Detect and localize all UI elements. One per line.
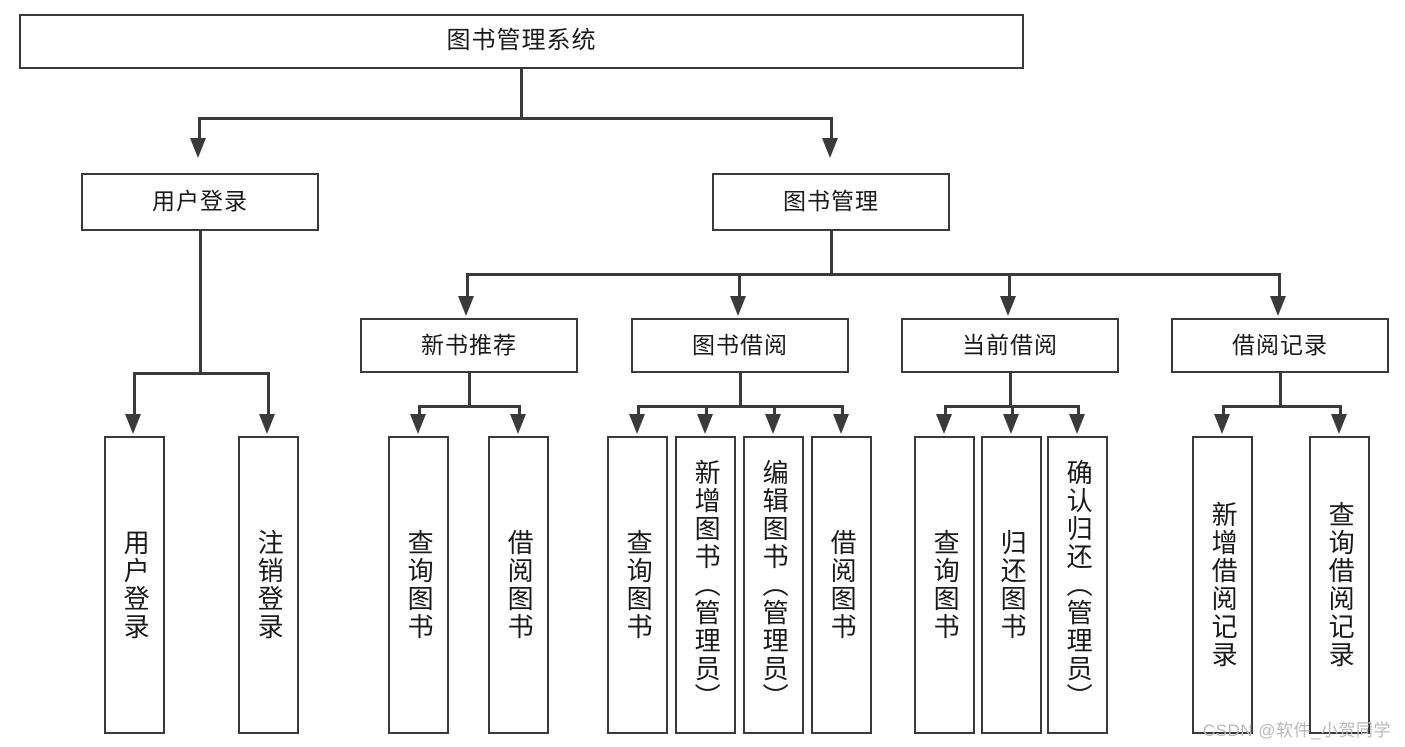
leaf-newbook-query-books[interactable]: 查询图书 — [388, 436, 449, 734]
arrowhead-bookborrow-leaf-4 — [833, 414, 849, 434]
leaf-current-confirm-return-admin[interactable]: 确认归还（管理员） — [1047, 436, 1108, 734]
edge-newbook-drop-1 — [418, 405, 421, 417]
node-label: 图书管理 — [783, 188, 879, 215]
node-label: 图书借阅 — [692, 331, 788, 358]
edge-root-stem — [520, 69, 523, 119]
node-book-management[interactable]: 图书管理 — [712, 173, 950, 231]
node-new-book-recommend[interactable]: 新书推荐 — [360, 318, 578, 373]
arrowhead-to-new-book — [458, 296, 474, 316]
edge-currentborrow-drop-3 — [1077, 405, 1080, 417]
leaf-record-add-record[interactable]: 新增借阅记录 — [1192, 436, 1253, 734]
edge-bookborrow-drop-1 — [637, 405, 640, 417]
leaf-user-login[interactable]: 用户登录 — [104, 436, 165, 734]
arrowhead-to-borrow-record — [1270, 296, 1286, 316]
edge-userlogin-drop-2 — [267, 372, 270, 416]
edge-newbook-drop-2 — [518, 405, 521, 417]
leaf-current-return-books[interactable]: 归还图书 — [981, 436, 1042, 734]
edge-root-drop-left — [198, 117, 201, 140]
node-label: 确认归还（管理员） — [1063, 459, 1094, 711]
edge-bookmgmt-bus — [466, 273, 1280, 276]
arrowhead-to-borrow-book — [730, 296, 746, 316]
leaf-borrow-borrow-books[interactable]: 借阅图书 — [811, 436, 872, 734]
node-label: 新增借阅记录 — [1208, 501, 1239, 669]
leaf-borrow-edit-book-admin[interactable]: 编辑图书（管理员） — [743, 436, 804, 734]
edge-bookborrow-drop-3 — [773, 405, 776, 417]
node-label: 图书管理系统 — [446, 27, 597, 55]
node-label: 查询图书 — [623, 529, 654, 641]
node-label: 当前借阅 — [962, 331, 1058, 358]
arrowhead-bookborrow-leaf-1 — [629, 414, 645, 434]
leaf-record-query-record[interactable]: 查询借阅记录 — [1309, 436, 1370, 734]
arrowhead-to-user-login — [190, 138, 206, 158]
node-label: 新增图书（管理员） — [691, 459, 722, 711]
leaf-newbook-borrow-books[interactable]: 借阅图书 — [488, 436, 549, 734]
edge-borrowrecord-bus — [1222, 405, 1341, 408]
edge-bookmgmt-stem — [830, 231, 833, 275]
edge-bookborrow-stem — [739, 373, 742, 407]
node-root-system[interactable]: 图书管理系统 — [19, 14, 1024, 69]
node-label: 查询图书 — [930, 529, 961, 641]
leaf-logout[interactable]: 注销登录 — [238, 436, 299, 734]
node-label: 编辑图书（管理员） — [759, 459, 790, 711]
arrowhead-newbook-leaf-1 — [410, 414, 426, 434]
edge-borrowrecord-drop-2 — [1339, 405, 1342, 417]
edge-userlogin-bus — [133, 372, 269, 375]
node-label: 归还图书 — [997, 529, 1028, 641]
node-user-login[interactable]: 用户登录 — [81, 173, 319, 231]
edge-newbook-stem — [468, 373, 471, 407]
edge-borrowrecord-drop-1 — [1222, 405, 1225, 417]
arrowhead-to-current-borrow — [1000, 296, 1016, 316]
node-label: 用户登录 — [120, 529, 151, 641]
node-label: 借阅图书 — [827, 529, 858, 641]
edge-userlogin-stem — [199, 231, 202, 374]
arrowhead-newbook-leaf-2 — [510, 414, 526, 434]
edge-currentborrow-drop-1 — [944, 405, 947, 417]
edge-root-drop-right — [830, 117, 833, 140]
watermark-text: CSDN @软件_小贺同学 — [1202, 721, 1391, 740]
arrowhead-borrowrecord-leaf-2 — [1331, 414, 1347, 434]
edge-newbook-bus — [418, 405, 520, 408]
node-label: 查询图书 — [404, 529, 435, 641]
arrowhead-currentborrow-leaf-1 — [936, 414, 952, 434]
leaf-borrow-query-books[interactable]: 查询图书 — [607, 436, 668, 734]
edge-root-bus — [198, 117, 832, 120]
edge-currentborrow-drop-2 — [1011, 405, 1014, 417]
edge-bookmgmt-drop-2 — [738, 273, 741, 298]
edge-bookmgmt-drop-3 — [1008, 273, 1011, 298]
node-label: 借阅记录 — [1232, 331, 1328, 358]
arrowhead-to-book-manage — [822, 138, 838, 158]
node-label: 查询借阅记录 — [1325, 501, 1356, 669]
leaf-current-query-books[interactable]: 查询图书 — [914, 436, 975, 734]
node-label: 注销登录 — [254, 529, 285, 641]
edge-bookmgmt-drop-1 — [466, 273, 469, 298]
arrowhead-currentborrow-leaf-3 — [1069, 414, 1085, 434]
arrowhead-userlogin-leaf-2 — [259, 414, 275, 434]
edge-bookborrow-drop-4 — [841, 405, 844, 417]
edge-userlogin-drop-1 — [133, 372, 136, 416]
edge-bookborrow-drop-2 — [705, 405, 708, 417]
node-label: 借阅图书 — [504, 529, 535, 641]
node-book-borrow[interactable]: 图书借阅 — [631, 318, 849, 373]
node-borrow-record[interactable]: 借阅记录 — [1171, 318, 1389, 373]
node-current-borrow[interactable]: 当前借阅 — [901, 318, 1119, 373]
edge-bookborrow-bus — [637, 405, 843, 408]
arrowhead-userlogin-leaf-1 — [125, 414, 141, 434]
node-label: 用户登录 — [152, 188, 248, 215]
edge-bookmgmt-drop-4 — [1278, 273, 1281, 298]
arrowhead-bookborrow-leaf-3 — [765, 414, 781, 434]
arrowhead-bookborrow-leaf-2 — [697, 414, 713, 434]
arrowhead-borrowrecord-leaf-1 — [1214, 414, 1230, 434]
arrowhead-currentborrow-leaf-2 — [1003, 414, 1019, 434]
leaf-borrow-add-book-admin[interactable]: 新增图书（管理员） — [675, 436, 736, 734]
edge-currentborrow-stem — [1009, 373, 1012, 407]
node-label: 新书推荐 — [421, 331, 517, 358]
edge-borrowrecord-stem — [1279, 373, 1282, 407]
